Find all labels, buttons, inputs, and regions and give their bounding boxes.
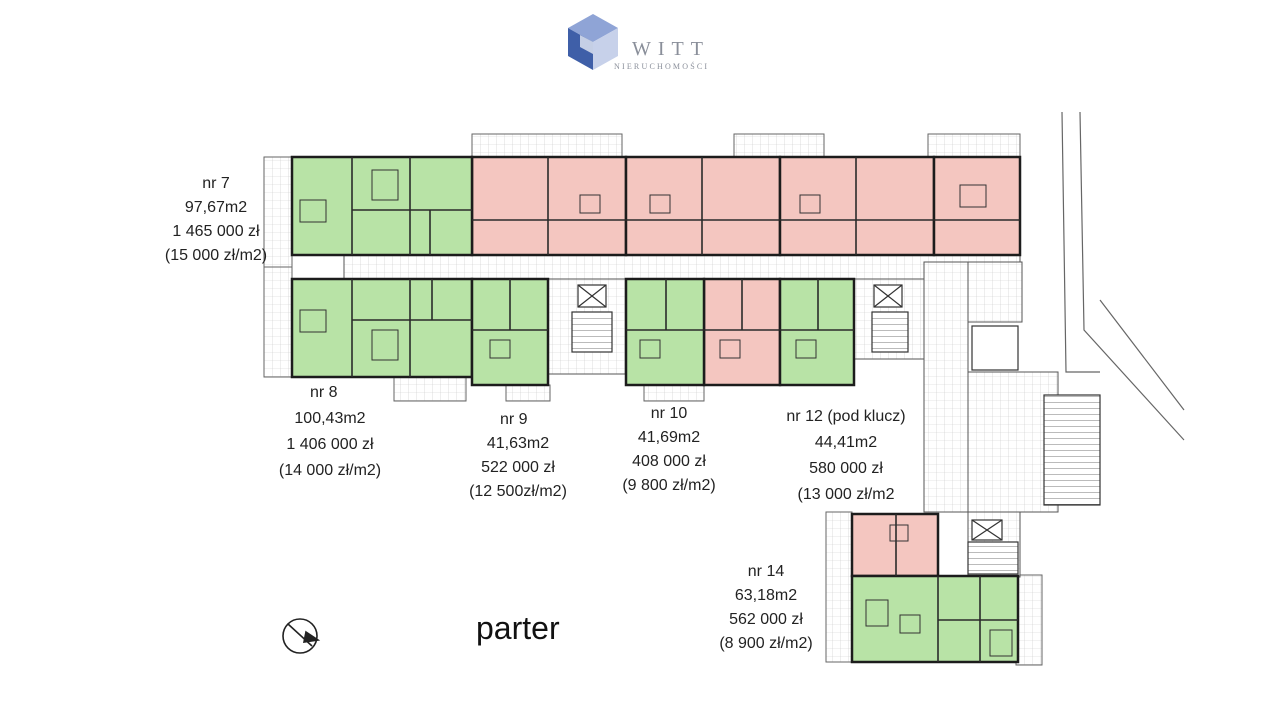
logo-subtitle: NIERUCHOMOŚCI [614,62,710,71]
label-nr12: nr 12 (pod klucz) 44,41m2 580 000 zł (13… [786,408,906,503]
label-nr8: nr 8 100,43m2 1 406 000 zł (14 000 zł/m2… [278,384,382,479]
road-lines [1061,111,1185,441]
terraces [263,133,1043,666]
company-logo [560,10,730,76]
stair-cores [571,284,1101,575]
label-nr9: nr 9 41,63m2 522 000 zł (12 500zł/m2) [469,411,567,500]
label-nr7: nr 7 97,67m2 1 465 000 zł (15 000 zł/m2) [164,175,268,264]
apartments-sold [470,155,1022,578]
unit-nr14-outline [850,574,1020,664]
apartments-available [290,155,1020,664]
interior-walls [351,157,1020,662]
unit-nr12-outline [778,277,856,387]
unit-nr8-outline [290,277,474,379]
label-nr10: nr 10 41,69m2 408 000 zł (9 800 zł/m2) [622,405,716,494]
logo-name: WITT [632,38,710,60]
unit-nr10-outline [624,277,706,387]
label-nr14: nr 14 63,18m2 562 000 zł (8 900 zł/m2) [719,563,813,652]
north-arrow-icon [282,618,321,654]
furniture [299,169,1013,657]
floor-title: parter [476,610,560,646]
unit-nr7-outline [290,155,474,257]
corridors [343,254,1059,578]
logo-cube-icon [568,14,618,70]
